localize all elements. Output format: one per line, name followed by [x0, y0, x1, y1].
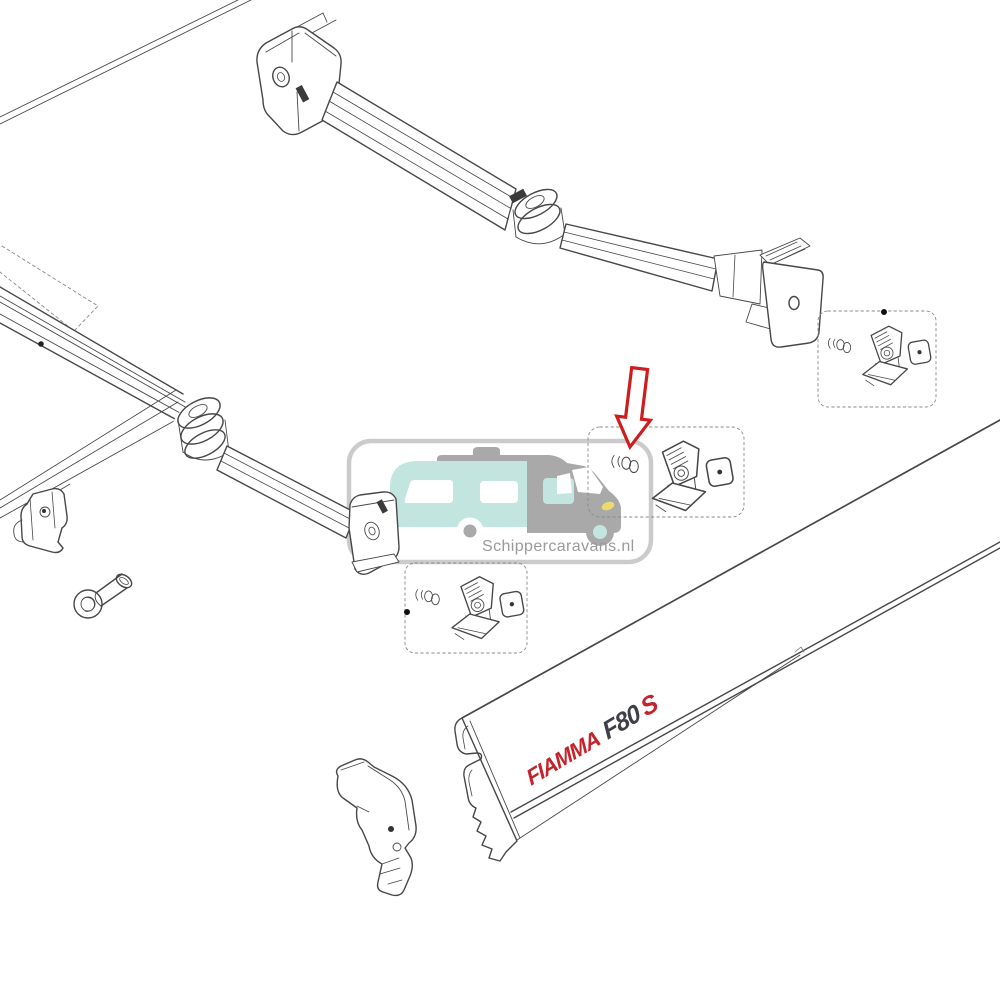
fabric-outline	[0, 245, 99, 332]
watermark-text: Schippercaravans.nl	[482, 538, 635, 555]
rear-wheel-hub-2	[463, 524, 477, 538]
caravan-window-2	[480, 481, 518, 503]
watermark: Schippercaravans.nl	[346, 438, 654, 565]
mounting-kit-box-middle	[587, 426, 745, 518]
reference-tick	[794, 646, 805, 653]
motorhome-body	[437, 447, 621, 533]
case-groove-line-1	[510, 541, 1000, 813]
motorhome-teal-parts	[390, 461, 607, 539]
hook-bracket	[13, 483, 71, 554]
logo-model: F80	[598, 699, 645, 746]
case-top-edge	[461, 419, 1000, 719]
caravan-body	[390, 461, 527, 527]
mounting-kit-box-right	[817, 309, 937, 408]
elbow-bracket	[335, 758, 417, 897]
roof-panel-edge	[0, 0, 252, 125]
motorhome-windows	[404, 467, 603, 545]
front-arm-assembly	[256, 12, 824, 348]
case-end-cap	[454, 717, 521, 862]
front-arm-end-bracket	[713, 237, 824, 348]
rail-fastener-dot	[38, 341, 44, 347]
front-wheel-hub	[593, 525, 607, 539]
headlight	[601, 501, 615, 511]
watermark-border	[346, 438, 654, 565]
elbow-bracket-pin	[388, 826, 394, 832]
kit-box-dot	[881, 309, 887, 315]
rear-arm-inner-segment	[0, 389, 184, 519]
windshield	[572, 467, 603, 494]
pointer-arrow	[614, 365, 654, 451]
case-bottom-edge	[516, 654, 801, 841]
mounting-hardware	[13, 483, 133, 619]
line-art: FIAMMA F80 S	[0, 0, 1000, 897]
rear-arm-foot-bracket	[348, 491, 400, 576]
rear-arm-knuckle	[171, 397, 235, 461]
lead-rail	[0, 286, 196, 431]
rear-arm-outer-segment	[216, 445, 357, 539]
rear-arm-assembly	[0, 245, 400, 576]
logo-brand: FIAMMA	[523, 726, 604, 791]
roller-pin	[73, 573, 133, 619]
kit-box-dot-2	[404, 609, 410, 615]
front-arm-upper-segment	[321, 81, 517, 231]
mounting-kit-box-bottom	[404, 562, 528, 654]
caravan-window-1	[404, 480, 453, 503]
front-arm-fore-segment	[559, 223, 719, 292]
front-arm-knuckle	[509, 188, 569, 245]
front-arm-shoulder-bracket	[256, 12, 342, 136]
cab-side-window	[557, 473, 572, 494]
